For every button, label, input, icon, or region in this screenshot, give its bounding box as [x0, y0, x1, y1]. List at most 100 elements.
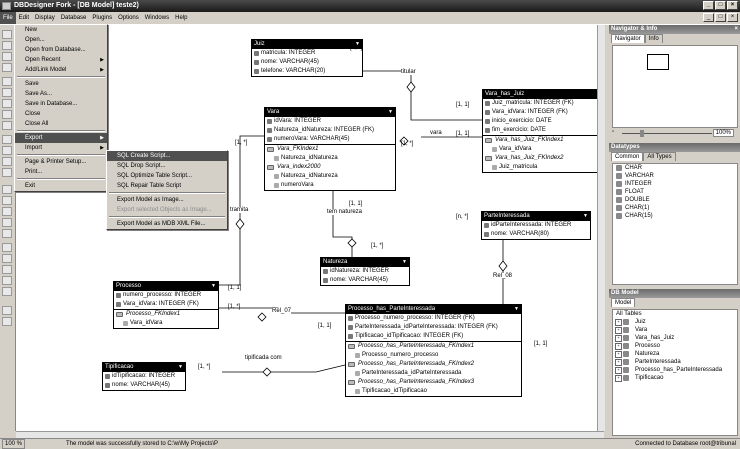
tab-common[interactable]: Common [611, 152, 644, 161]
zoom-out-icon[interactable]: ▫ [612, 129, 615, 135]
datatype-item[interactable]: VARCHAR [613, 172, 737, 180]
relation-label-titular[interactable]: titular [401, 69, 416, 75]
tool-button-10[interactable] [2, 135, 12, 144]
datatype-item[interactable]: DOUBLE [613, 196, 737, 204]
expand-icon[interactable]: + [615, 375, 622, 382]
column-row[interactable]: Vara_idVara: INTEGER (FK) [114, 300, 218, 309]
file-menu-item-6[interactable]: Save [25, 81, 39, 87]
column-row[interactable]: nome: VARCHAR(45) [321, 276, 409, 285]
tree-item-table[interactable]: +Juiz [613, 318, 737, 326]
tool-button-15[interactable] [2, 196, 12, 205]
column-row[interactable]: fim_exercicio: DATE [483, 126, 603, 135]
tree-item-table[interactable]: +Natureza [613, 350, 737, 358]
tool-button-22[interactable] [2, 276, 12, 285]
column-row[interactable]: inicio_exercicio: DATE [483, 117, 603, 126]
horizontal-scrollbar[interactable] [16, 431, 604, 439]
index-row[interactable]: Vara_FKIndex1 [265, 144, 395, 154]
expand-icon[interactable]: + [615, 327, 622, 334]
relation-label-rel08[interactable]: Rel_08 [493, 273, 513, 279]
zoom-slider[interactable] [622, 133, 712, 134]
column-row[interactable]: Natureza_idNatureza: INTEGER (FK) [265, 126, 395, 135]
column-row[interactable]: nome: VARCHAR(80) [482, 230, 590, 239]
table-pph[interactable]: Processo_has_ParteInteressada▼Processo_n… [345, 304, 522, 397]
table-parte[interactable]: ParteInteressada▼idParteInteressada: INT… [481, 211, 591, 240]
column-row[interactable]: telefone: VARCHAR(20) [252, 67, 362, 76]
tool-button-23[interactable] [2, 287, 12, 296]
table-vara_has_juiz[interactable]: Vara_has_Juiz▼Juiz_matricula: INTEGER (F… [482, 89, 604, 173]
column-row[interactable]: nome: VARCHAR(45) [103, 381, 185, 390]
file-menu-item-18[interactable]: Exit [25, 183, 36, 189]
expand-icon[interactable]: + [615, 351, 622, 358]
column-row[interactable]: idVara: INTEGER [265, 117, 395, 126]
chevron-down-icon[interactable]: ▼ [355, 41, 360, 47]
datatype-item[interactable]: CHAR(1) [613, 204, 737, 212]
chevron-down-icon[interactable]: ▼ [178, 364, 183, 370]
tab-all-types[interactable]: All Types [643, 152, 676, 161]
tool-button-19[interactable] [2, 243, 12, 252]
column-row[interactable]: Vara_idVara: INTEGER (FK) [483, 108, 603, 117]
export-menu-item-3[interactable]: SQL Repair Table Script [117, 183, 182, 189]
menu-plugins[interactable]: Plugins [92, 15, 113, 21]
column-row[interactable]: Juiz_matricula: INTEGER (FK) [483, 99, 603, 108]
navigator-viewport[interactable] [647, 54, 669, 70]
menu-options[interactable]: Options [118, 15, 139, 21]
vertical-scrollbar[interactable] [597, 25, 605, 431]
index-row[interactable]: Processo_has_ParteInteressada_FKIndex3 [346, 378, 521, 387]
menu-edit[interactable]: Edit [18, 15, 30, 21]
tool-button-24[interactable] [2, 306, 12, 315]
relation-label-tem-natureza[interactable]: tem natureza [327, 209, 363, 215]
datatype-item[interactable]: INTEGER [613, 180, 737, 188]
column-row[interactable]: idParteInteressada: INTEGER [482, 221, 590, 230]
tab-model[interactable]: Model [611, 298, 636, 307]
minimize-button[interactable]: _ [703, 1, 714, 10]
column-row[interactable]: Processo_numero_processo: INTEGER (FK) [346, 314, 521, 323]
expand-icon[interactable]: + [615, 367, 622, 374]
index-row[interactable]: Processo_has_ParteInteressada_FKIndex1 [346, 341, 521, 351]
export-menu-item-2[interactable]: SQL Optimize Table Script... [117, 173, 193, 179]
datatype-item[interactable]: CHAR [613, 164, 737, 172]
tool-button-4[interactable] [2, 63, 12, 72]
tool-button-5[interactable] [2, 77, 12, 86]
file-menu-item-13[interactable]: Import▶ [25, 145, 104, 151]
tool-button-21[interactable] [2, 265, 12, 274]
tool-button-16[interactable] [2, 207, 12, 216]
expand-icon[interactable]: + [615, 359, 622, 366]
tab-info[interactable]: Info [644, 34, 663, 43]
tool-button-18[interactable] [2, 229, 12, 238]
chevron-down-icon[interactable]: ▼ [388, 109, 393, 115]
menu-file[interactable]: File [0, 12, 16, 24]
tool-button-14[interactable] [2, 185, 12, 194]
tool-button-11[interactable] [2, 146, 12, 155]
close-icon[interactable]: × [734, 26, 738, 32]
tree-item-table[interactable]: +Tipificacao [613, 374, 737, 382]
index-row[interactable]: Vara_has_Juiz_FKIndex1 [483, 135, 603, 145]
file-menu-item-0[interactable]: New [25, 27, 38, 33]
tool-button-1[interactable] [2, 30, 12, 39]
datatype-item[interactable]: CHAR(15) [613, 212, 737, 220]
file-menu-item-16[interactable]: Print... [25, 169, 43, 175]
menu-windows[interactable]: Windows [144, 15, 170, 21]
file-menu-item-8[interactable]: Save in Database... [25, 101, 78, 107]
tool-button-2[interactable] [2, 41, 12, 50]
menu-display[interactable]: Display [35, 15, 55, 21]
chevron-down-icon[interactable]: ▼ [211, 283, 216, 289]
file-menu-item-15[interactable]: Page & Printer Setup... [25, 159, 87, 165]
export-menu-item-0[interactable]: SQL Create Script... [107, 151, 227, 161]
relation-label-tipificada[interactable]: tipificada com [245, 355, 282, 361]
datatype-item[interactable]: FLOAT [613, 188, 737, 196]
tree-item-table[interactable]: +Processo [613, 342, 737, 350]
expand-icon[interactable]: + [615, 343, 622, 350]
menu-database[interactable]: Database [60, 15, 87, 21]
chevron-down-icon[interactable]: ▼ [583, 213, 588, 219]
tool-button-8[interactable] [2, 110, 12, 119]
mdi-close-button[interactable]: × [727, 13, 738, 22]
index-row[interactable]: Processo_has_ParteInteressada_FKIndex2 [346, 360, 521, 369]
expand-icon[interactable]: + [615, 319, 622, 326]
column-row[interactable]: idNatureza: INTEGER [321, 267, 409, 276]
file-menu-item-1[interactable]: Open... [25, 37, 45, 43]
menu-help[interactable]: Help [175, 15, 188, 21]
column-row[interactable]: numeroVara: VARCHAR(45) [265, 135, 395, 144]
